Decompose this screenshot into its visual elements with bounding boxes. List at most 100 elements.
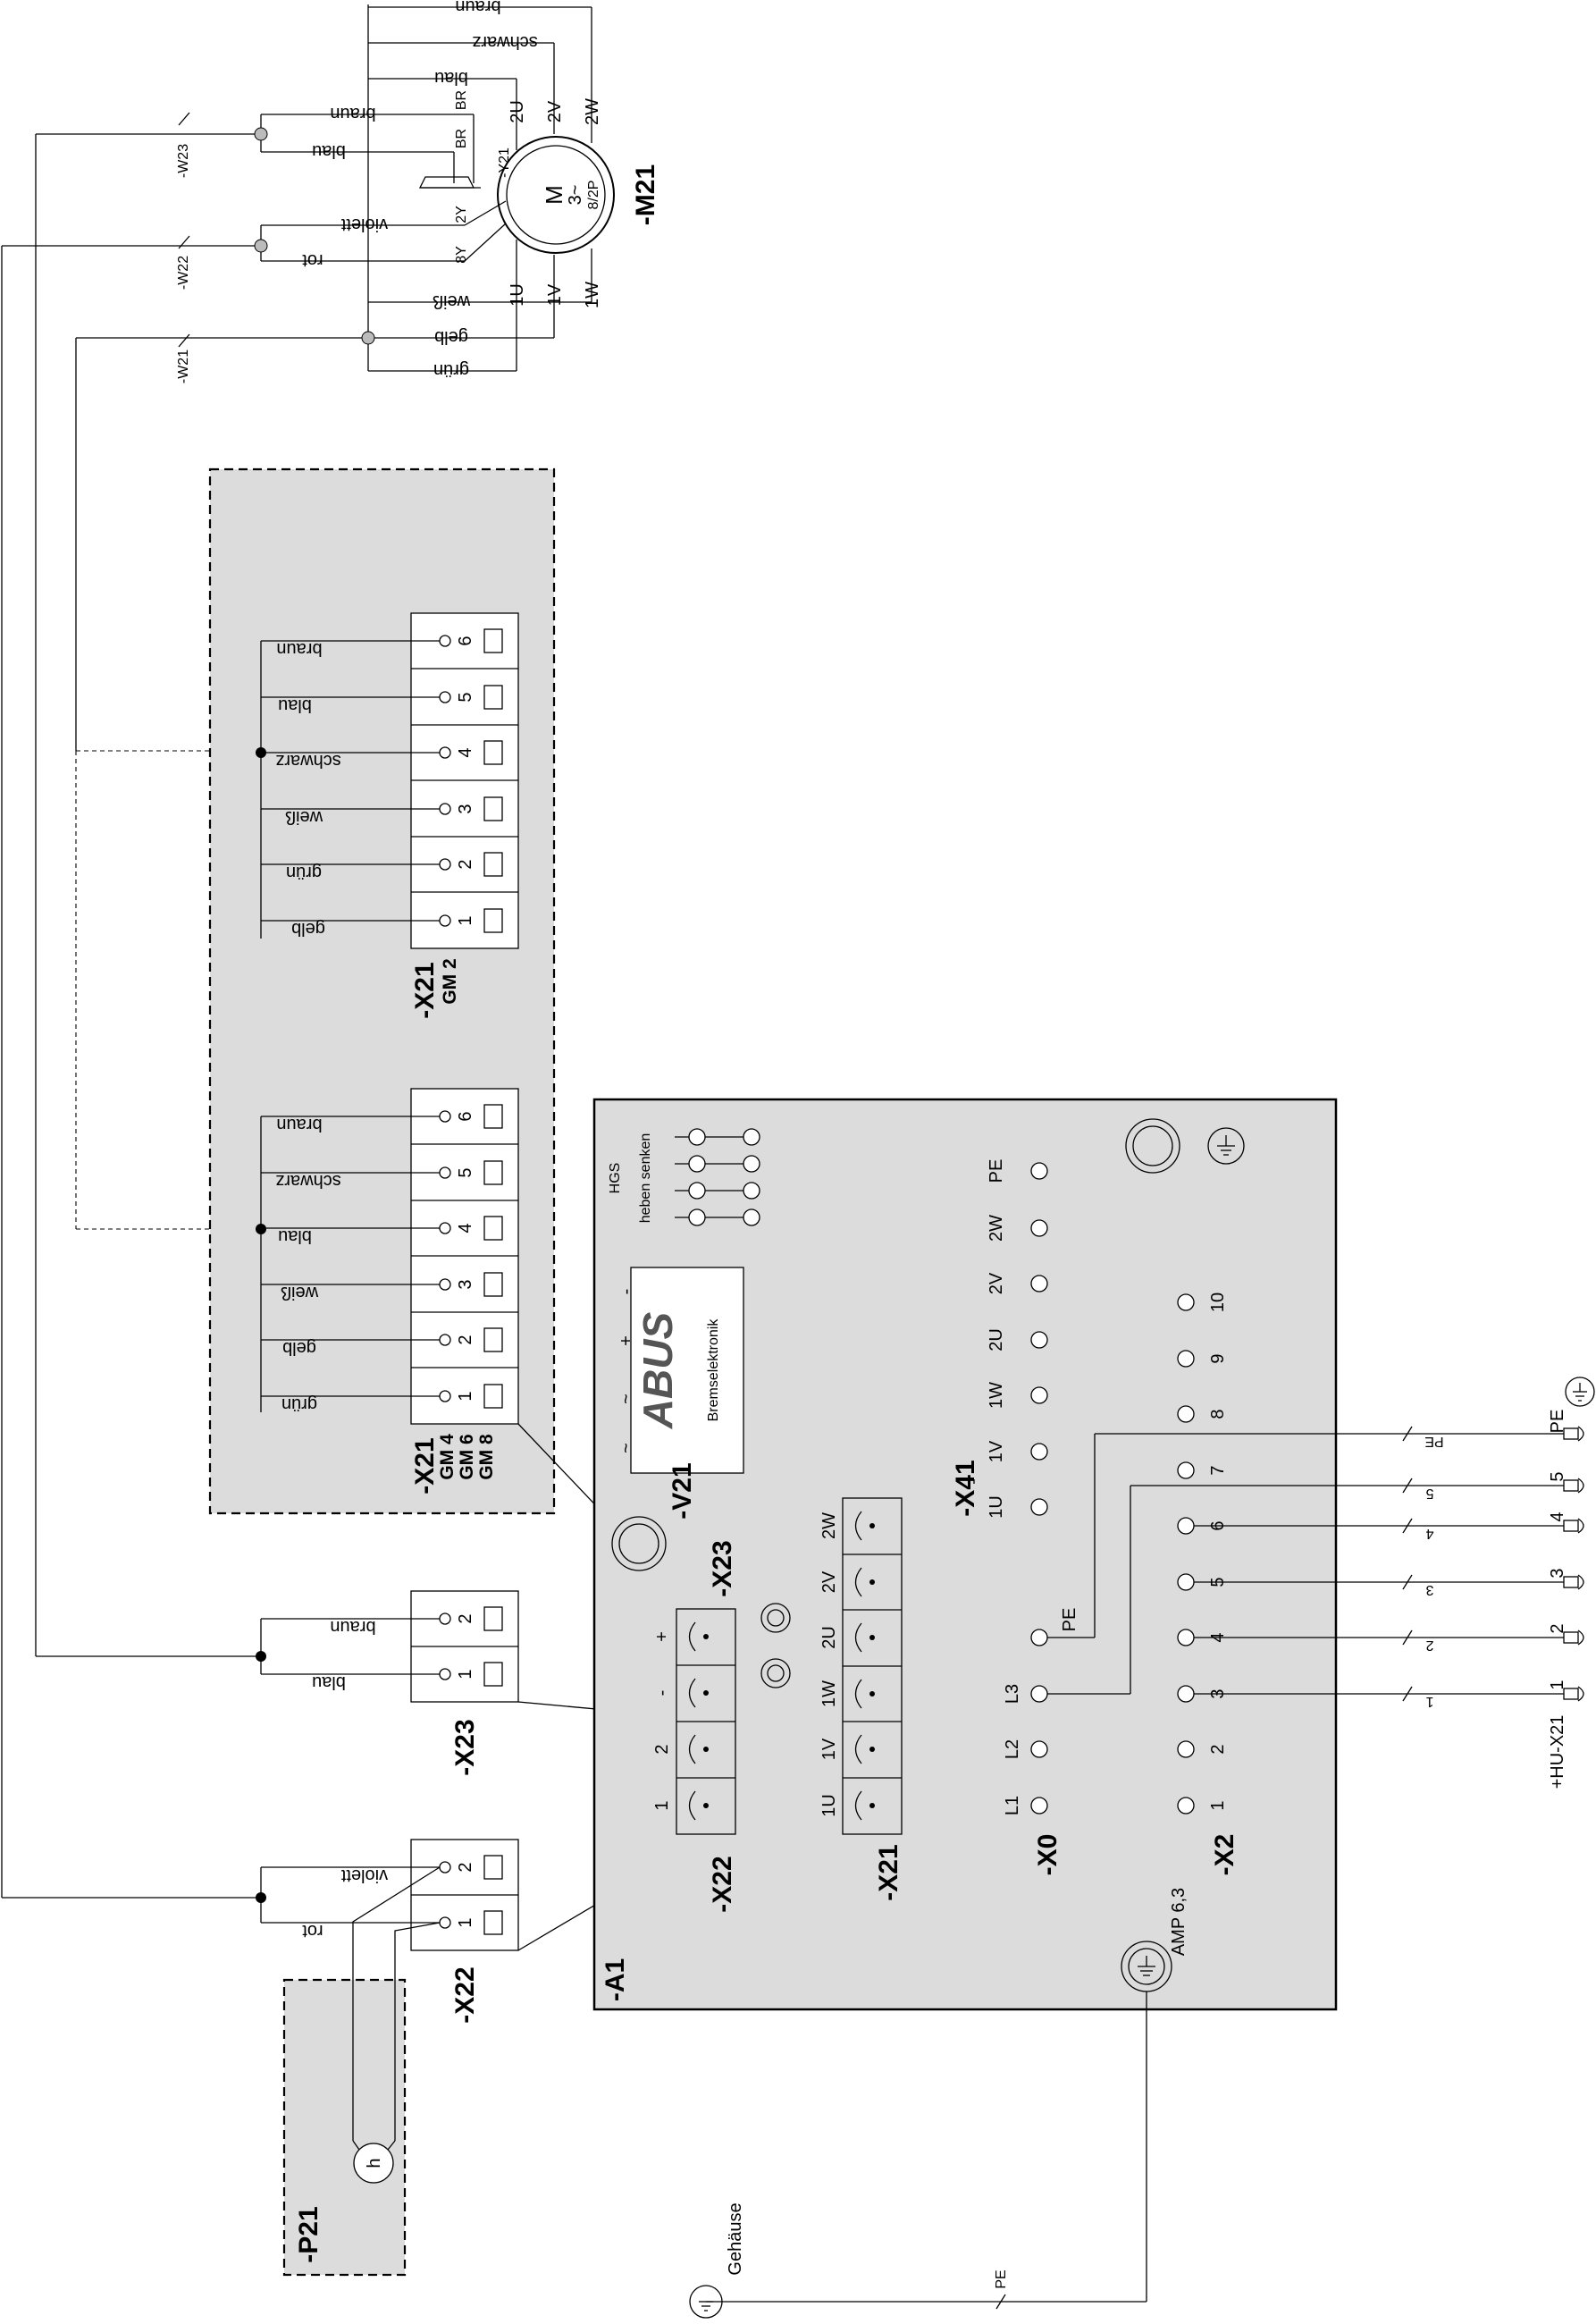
x21gm2-pin-5: 5 bbox=[456, 692, 475, 702]
connector-x41: 1U 1V 1W 2U 2V 2W PE -X41 bbox=[951, 1159, 1048, 1519]
terminal-hu-x21: PE 5 4 3 2 1 PE 5 4 3 2 1 +HU-X21 bbox=[1402, 1377, 1595, 1789]
a1-x21-2w: 2W bbox=[819, 1512, 839, 1539]
x2-pin-10: 10 bbox=[1208, 1293, 1228, 1312]
brake-ref: -Y21 bbox=[497, 147, 512, 178]
x21gm468-sub-3: GM 8 bbox=[476, 1434, 497, 1480]
wire-bottom-gruen: grün bbox=[433, 360, 469, 380]
x21gm468-pin-4: 4 bbox=[456, 1223, 475, 1233]
hu-mark-1: 1 bbox=[1425, 1694, 1433, 1709]
motor-poles: 8/2P bbox=[586, 181, 601, 210]
a1-x21-2v: 2V bbox=[819, 1570, 839, 1593]
amp-label: AMP 6,3 bbox=[1169, 1888, 1189, 1956]
x21gm468-wire-4: blau bbox=[278, 1226, 312, 1246]
hu-term-5 bbox=[1563, 1478, 1584, 1494]
wire-bottom-gelb: gelb bbox=[434, 327, 468, 347]
hu-pin-5: 5 bbox=[1548, 1471, 1567, 1481]
v21-sym-1: ~ bbox=[617, 1443, 636, 1453]
w22-wire-violett: violett bbox=[340, 215, 388, 234]
x21gm468-ref: -X21 bbox=[410, 1437, 440, 1494]
a1-x21-1w: 1W bbox=[819, 1680, 839, 1707]
ground-icon bbox=[1207, 1127, 1245, 1165]
connector-x22-x23: + - 2 1 -X23 -X22 bbox=[652, 1540, 737, 1912]
p21-symbol: h bbox=[365, 2158, 384, 2168]
hu-x21-ref: +HU-X21 bbox=[1548, 1715, 1567, 1789]
x23-ref: -X23 bbox=[450, 1719, 480, 1775]
x41-1v: 1V bbox=[987, 1440, 1006, 1462]
a1-x21-1u: 1U bbox=[819, 1794, 839, 1817]
motor-symbol: M bbox=[541, 185, 567, 205]
wire-top-braun: braun bbox=[455, 0, 500, 16]
hu-pin-3: 3 bbox=[1548, 1568, 1567, 1578]
x41-2u: 2U bbox=[987, 1328, 1006, 1351]
hu-pin-1: 1 bbox=[1548, 1680, 1567, 1689]
hu-term-4 bbox=[1563, 1518, 1584, 1534]
motor-term-1u: 1U bbox=[508, 283, 527, 307]
motor-term-2u: 2U bbox=[508, 100, 527, 123]
v21-ref: -V21 bbox=[668, 1462, 697, 1519]
housing-ground: PE Gehäuse bbox=[689, 1991, 1147, 2319]
housing-pe-label: PE bbox=[994, 2269, 1009, 2288]
hu-pin-2: 2 bbox=[1548, 1623, 1567, 1633]
x23-pin-1: 1 bbox=[456, 1669, 475, 1679]
p21-ref: -P21 bbox=[294, 2206, 323, 2262]
x21gm468-wire-2: gelb bbox=[282, 1338, 316, 1358]
x22-pin-2: 2 bbox=[456, 1862, 475, 1872]
x21gm2-wire-3: weiß bbox=[285, 807, 323, 827]
x21gm468-wire-1: grün bbox=[281, 1394, 317, 1414]
v21-text: Bremselektronik bbox=[706, 1318, 721, 1422]
a1-x23-ref: -X23 bbox=[708, 1540, 737, 1596]
hu-term-1 bbox=[1563, 1686, 1584, 1702]
a1-x21-1v: 1V bbox=[819, 1738, 839, 1760]
x41-1w: 1W bbox=[987, 1382, 1006, 1409]
x2-pin-1: 1 bbox=[1208, 1800, 1228, 1810]
motor-m21: M 3~ 8/2P -M21 -Y21 2U 2V 2W 1U 1V 1W BR… bbox=[261, 0, 660, 380]
abus-logo: ABUS bbox=[634, 1312, 681, 1430]
x21gm468-pin-2: 2 bbox=[456, 1335, 475, 1344]
wire-bottom-weiss: weiß bbox=[433, 291, 471, 311]
a1-ref: -A1 bbox=[601, 1958, 630, 2001]
x41-ref: -X41 bbox=[951, 1460, 980, 1516]
x21gm468-sub-2: GM 6 bbox=[457, 1434, 477, 1479]
w23-wire-blau: blau bbox=[312, 141, 346, 161]
x2-pin-2: 2 bbox=[1208, 1744, 1228, 1754]
hu-term-2 bbox=[1563, 1629, 1584, 1646]
a1-x23-minus: - bbox=[652, 1690, 672, 1697]
w23-wire-braun: braun bbox=[330, 104, 375, 123]
x0-pe: PE bbox=[1060, 1608, 1079, 1632]
v21-sym-3: + bbox=[617, 1335, 636, 1346]
cable-w21-ref: -W21 bbox=[176, 349, 191, 383]
x2-pin-9: 9 bbox=[1208, 1353, 1228, 1363]
hgs-switch-bank: HGS heben senken bbox=[608, 1128, 760, 1226]
x21gm2-wire-2: grün bbox=[286, 863, 322, 882]
winding-br-1: BR bbox=[454, 90, 469, 110]
x21gm468-pin-5: 5 bbox=[456, 1167, 475, 1177]
v21-sym-2: ~ bbox=[617, 1394, 636, 1404]
a1-x22-1: 1 bbox=[652, 1800, 672, 1810]
x0-ref: -X0 bbox=[1033, 1834, 1063, 1876]
a1-x22-2: 2 bbox=[652, 1744, 672, 1754]
housing-label: Gehäuse bbox=[726, 2202, 745, 2275]
x21gm468-pin-3: 3 bbox=[456, 1279, 475, 1289]
a1-x23-plus: + bbox=[652, 1631, 672, 1642]
hu-mark-2: 2 bbox=[1425, 1638, 1433, 1653]
brake-electronics-v21: ~ ~ + - ABUS Bremselektronik -V21 bbox=[617, 1267, 744, 1520]
wire-top-blau: blau bbox=[434, 68, 468, 88]
hu-ground-icon bbox=[1565, 1377, 1595, 1407]
hu-pin-4: 4 bbox=[1548, 1511, 1567, 1521]
x21gm2-pin-4: 4 bbox=[456, 747, 475, 757]
x21gm2-sub: GM 2 bbox=[440, 958, 460, 1004]
x22-wire-violett: violett bbox=[340, 1865, 388, 1885]
x21gm468-wire-6: braun bbox=[276, 1115, 322, 1134]
x21gm2-pin-3: 3 bbox=[456, 804, 475, 813]
x0-l1: L1 bbox=[1003, 1796, 1022, 1815]
winding-2y: 2Y bbox=[454, 206, 469, 223]
pressure-switch-p21: h -P21 bbox=[282, 1866, 441, 2277]
cable-w23-ref: -W23 bbox=[176, 144, 191, 178]
motor-term-2w: 2W bbox=[583, 98, 602, 125]
motor-term-1w: 1W bbox=[583, 282, 602, 308]
motor-phase: 3~ bbox=[566, 185, 585, 206]
hgs-sub: heben senken bbox=[638, 1133, 653, 1224]
motor-term-2v: 2V bbox=[545, 100, 565, 122]
x0-l3: L3 bbox=[1003, 1684, 1022, 1704]
